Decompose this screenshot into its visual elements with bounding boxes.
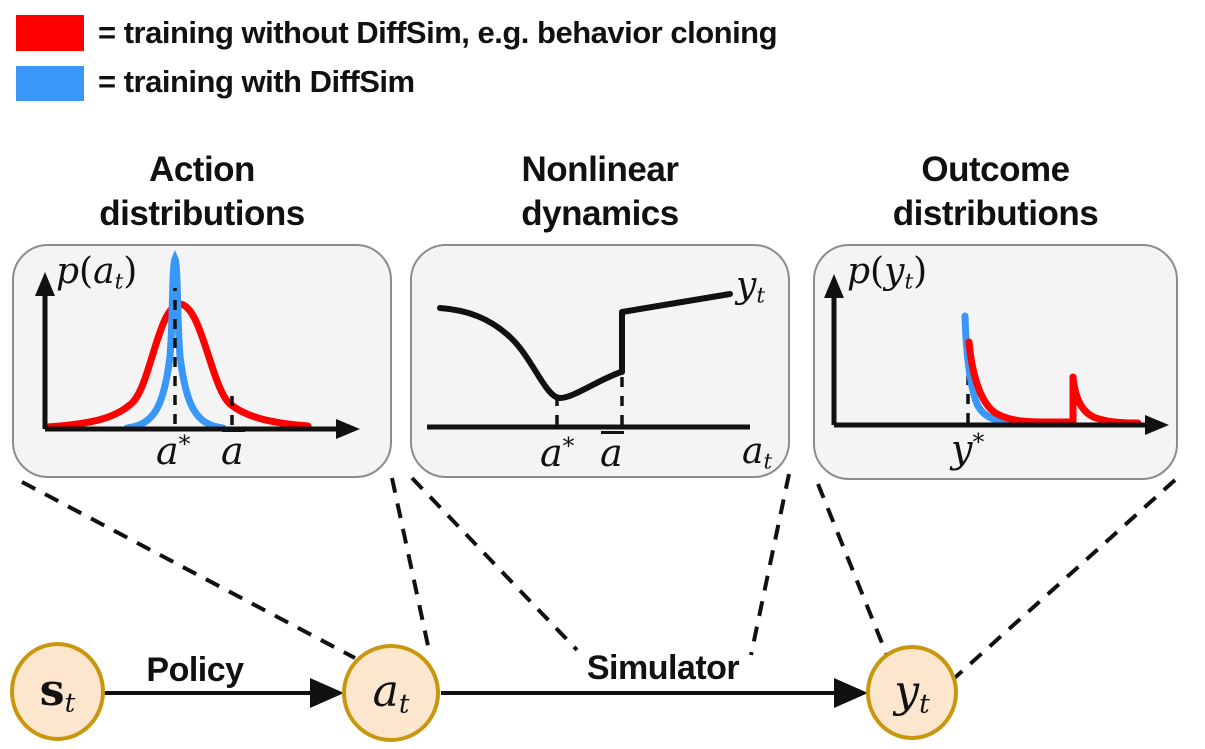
y-axis-arrow-head (35, 272, 55, 296)
yt-node-label: yt (894, 665, 930, 720)
nonlinear-dynamics-panel: yt a* a at (410, 244, 790, 478)
legend-swatch-red (16, 15, 84, 51)
p-yt-axis-label: p(yt) (847, 251, 928, 295)
outcome-title-line1: Outcome (921, 150, 1070, 189)
outcome-panel-title: Outcome distributions (813, 148, 1178, 236)
yt-curve-label: yt (736, 265, 766, 309)
action-panel-title: Action distributions (12, 148, 392, 236)
y-axis-arrow-head (824, 274, 844, 298)
p-at-axis-label: p(at) (56, 251, 138, 295)
red-outcome-curve-with-spike (965, 338, 1142, 427)
action-title-line1: Action (149, 150, 255, 189)
at-axis-label: at (742, 431, 773, 475)
dynamics-title-line2: dynamics (521, 194, 679, 233)
dynamics-plot (427, 291, 750, 430)
y-star-tick-label: y* (951, 427, 985, 471)
legend-label-without-diffsim: = training without DiffSim, e.g. behavio… (98, 15, 778, 50)
dashed-link-action-left-to-at (21, 480, 356, 660)
dashed-link-dynamics-right-to-simulator (749, 473, 791, 656)
legend-swatch-blue (16, 66, 84, 101)
outcome-node-yt: yt (866, 645, 958, 740)
st-node-label: st (39, 664, 76, 719)
dynamics-curve (437, 291, 733, 401)
action-node-at: at (342, 644, 440, 742)
action-distributions-panel: p(at) a* a (12, 244, 392, 478)
a-star-tick-label: a* (156, 429, 191, 473)
x-axis-arrow-head (1145, 415, 1169, 435)
dashed-link-dynamics-left-to-simulator (410, 476, 579, 652)
dashed-link-outcome-right-to-yt (948, 478, 1177, 684)
a-bar-tick-label: a (600, 431, 624, 475)
a-bar-tick-label: a (221, 429, 245, 473)
blue-narrow-peak-curve (123, 250, 227, 432)
dashed-link-action-right-to-at (390, 477, 432, 656)
dynamics-title-line1: Nonlinear (521, 150, 679, 189)
policy-arrow-head (310, 678, 344, 708)
at-node-label: at (372, 666, 410, 720)
policy-edge-label: Policy (146, 651, 244, 689)
state-node-st: st (10, 642, 105, 741)
outcome-title-line2: distributions (892, 194, 1099, 233)
action-title-line2: distributions (99, 194, 305, 233)
outcome-distributions-panel: p(yt) y* (813, 244, 1178, 480)
dynamics-panel-title: Nonlinear dynamics (410, 148, 790, 236)
outcome-plot (824, 274, 1169, 435)
a-star-tick-label: a* (540, 431, 575, 475)
legend-label-with-diffsim: = training with DiffSim (98, 64, 415, 99)
simulator-arrow-head (834, 678, 868, 708)
action-plot (35, 250, 360, 439)
simulator-edge-label: Simulator (586, 649, 740, 687)
dashed-link-outcome-left-to-yt (816, 483, 890, 659)
x-axis-arrow-head (336, 419, 360, 439)
